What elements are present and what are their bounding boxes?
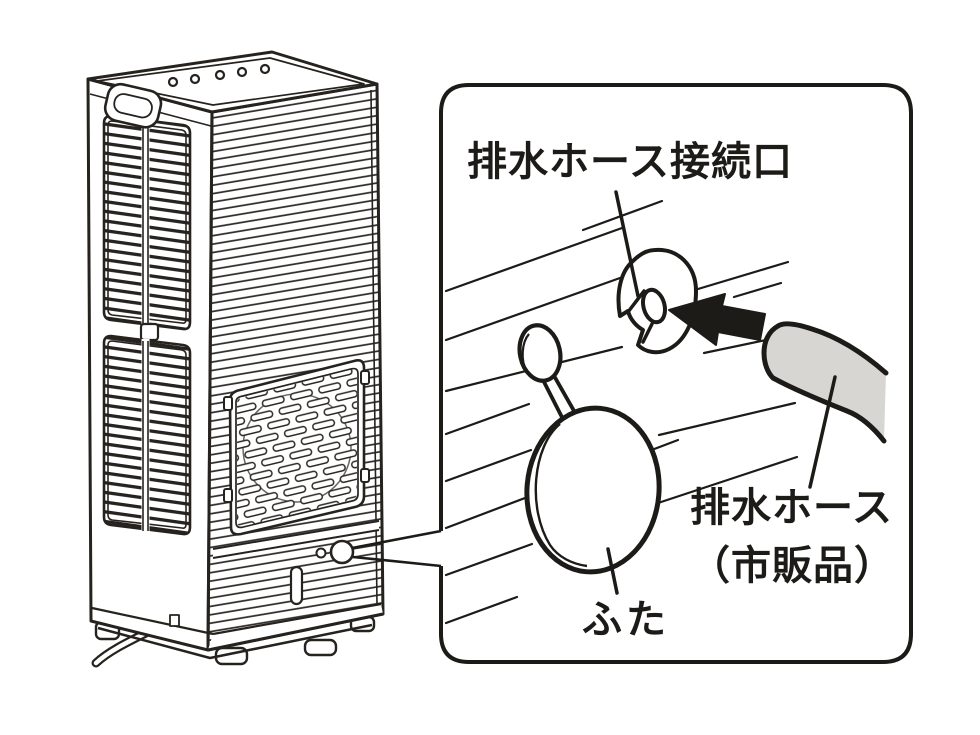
cap-ring (517, 323, 563, 383)
drain-hose-port (616, 247, 698, 355)
rear-bottom-band (91, 602, 384, 652)
callout-box (439, 83, 913, 664)
leader-lines (606, 190, 837, 595)
drain-outlet (329, 539, 355, 565)
lid-label: ふた (582, 598, 670, 642)
lower-side-grille (102, 334, 192, 536)
callout-wedge (351, 529, 442, 568)
port-nozzle (640, 287, 668, 325)
insert-direction-arrow-icon (668, 293, 766, 346)
drain-hose-label-line2: （市販品） (690, 544, 895, 588)
drain-screw (315, 547, 327, 559)
filter-clip (139, 322, 160, 342)
top-indicator-lights (167, 63, 271, 88)
port-label-leader (614, 190, 640, 298)
handle-slot (289, 565, 304, 606)
drain-hose-label: 排水ホース （市販品） (690, 479, 895, 595)
base-plinth (97, 623, 373, 660)
callout-border (439, 83, 913, 664)
drain-hose-label-line1: 排水ホース (690, 486, 893, 530)
lid-label-leader (606, 547, 619, 595)
hose-label-leader (808, 375, 837, 489)
drain-cap (524, 405, 662, 575)
rear-grille-panel (223, 359, 370, 536)
rear-panel-seam (212, 520, 380, 559)
appliance-illustration (86, 50, 442, 668)
drain-hose (761, 321, 889, 444)
carry-handle (103, 82, 163, 129)
cord-hatch (169, 614, 180, 627)
upper-side-grille (102, 114, 192, 331)
drain-hose-port-label: 排水ホース接続口 (467, 140, 793, 184)
